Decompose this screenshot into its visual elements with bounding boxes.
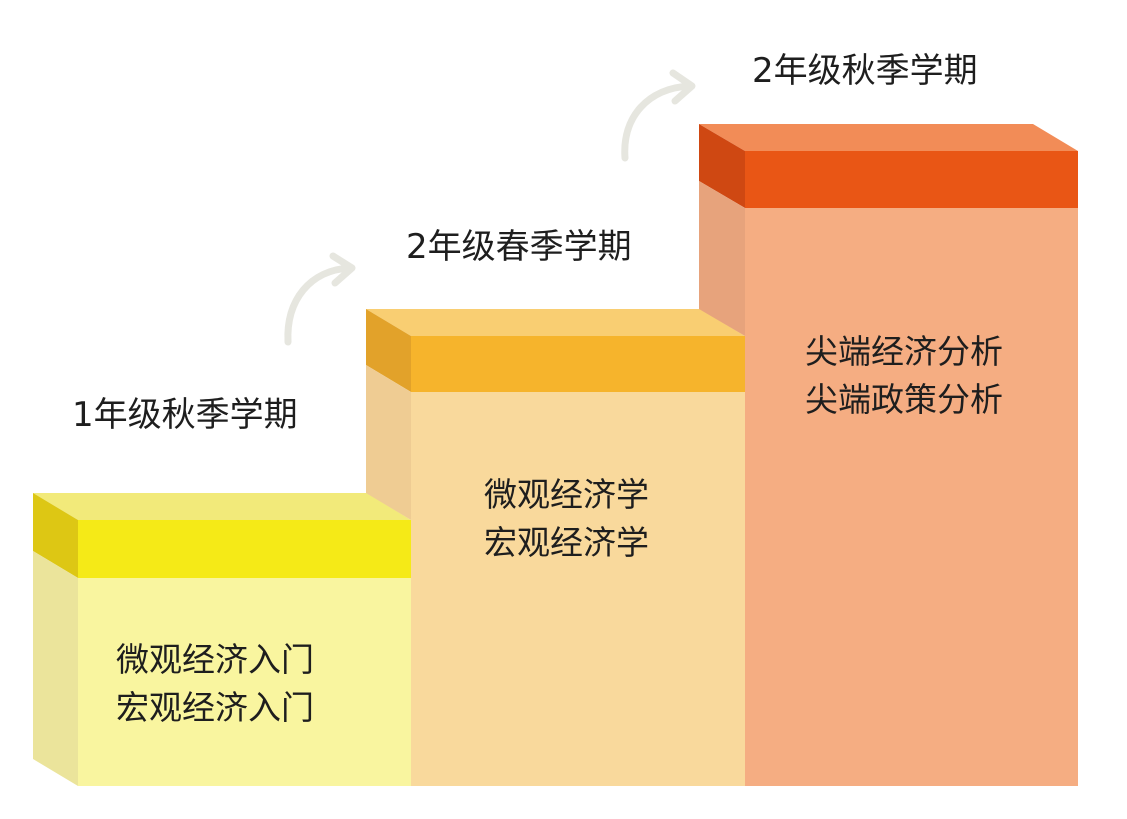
stage-3-course-list: 尖端经济分析 尖端政策分析 [805,328,1003,424]
arrow-1-icon [284,252,356,346]
arrow-2-icon [621,69,696,162]
stage-1-course-2: 宏观经济入门 [116,688,314,727]
stage-2-course-list: 微观经济学 宏观经济学 [484,471,649,567]
step-1-top-face [33,493,411,520]
step-1-front-band [78,520,411,578]
stage-1-course-list: 微观经济入门 宏观经济入门 [116,636,314,732]
stage-3-term-label: 2年级秋季学期 [752,51,978,91]
step-1-front-body [78,578,411,786]
step-3-side-band [699,124,745,208]
step-1-block [33,493,411,786]
step-2-side-band [366,309,411,392]
stage-2-course-2: 宏观经济学 [484,523,649,562]
stage-3-course-1: 尖端经济分析 [805,332,1003,371]
step-1-side-band [33,493,78,578]
step-2-side-body [366,365,411,520]
step-3-top-face [699,124,1078,151]
step-1-side-body [33,551,78,786]
stage-3-course-2: 尖端政策分析 [805,380,1003,419]
stage-2-term-label: 2年级春季学期 [406,227,632,267]
stage-2-course-1: 微观经济学 [484,475,649,514]
step-3-front-body [745,208,1078,786]
step-2-front-body [411,392,745,786]
step-2-top-face [366,309,745,336]
step-3-front-band [745,151,1078,208]
step-2-front-band [411,336,745,392]
step-3-block [699,124,1078,786]
step-3-side-body [699,181,745,336]
stage-1-term-label: 1年级秋季学期 [72,395,298,435]
stage-1-course-1: 微观经济入门 [116,640,314,679]
step-2-block [366,309,745,786]
